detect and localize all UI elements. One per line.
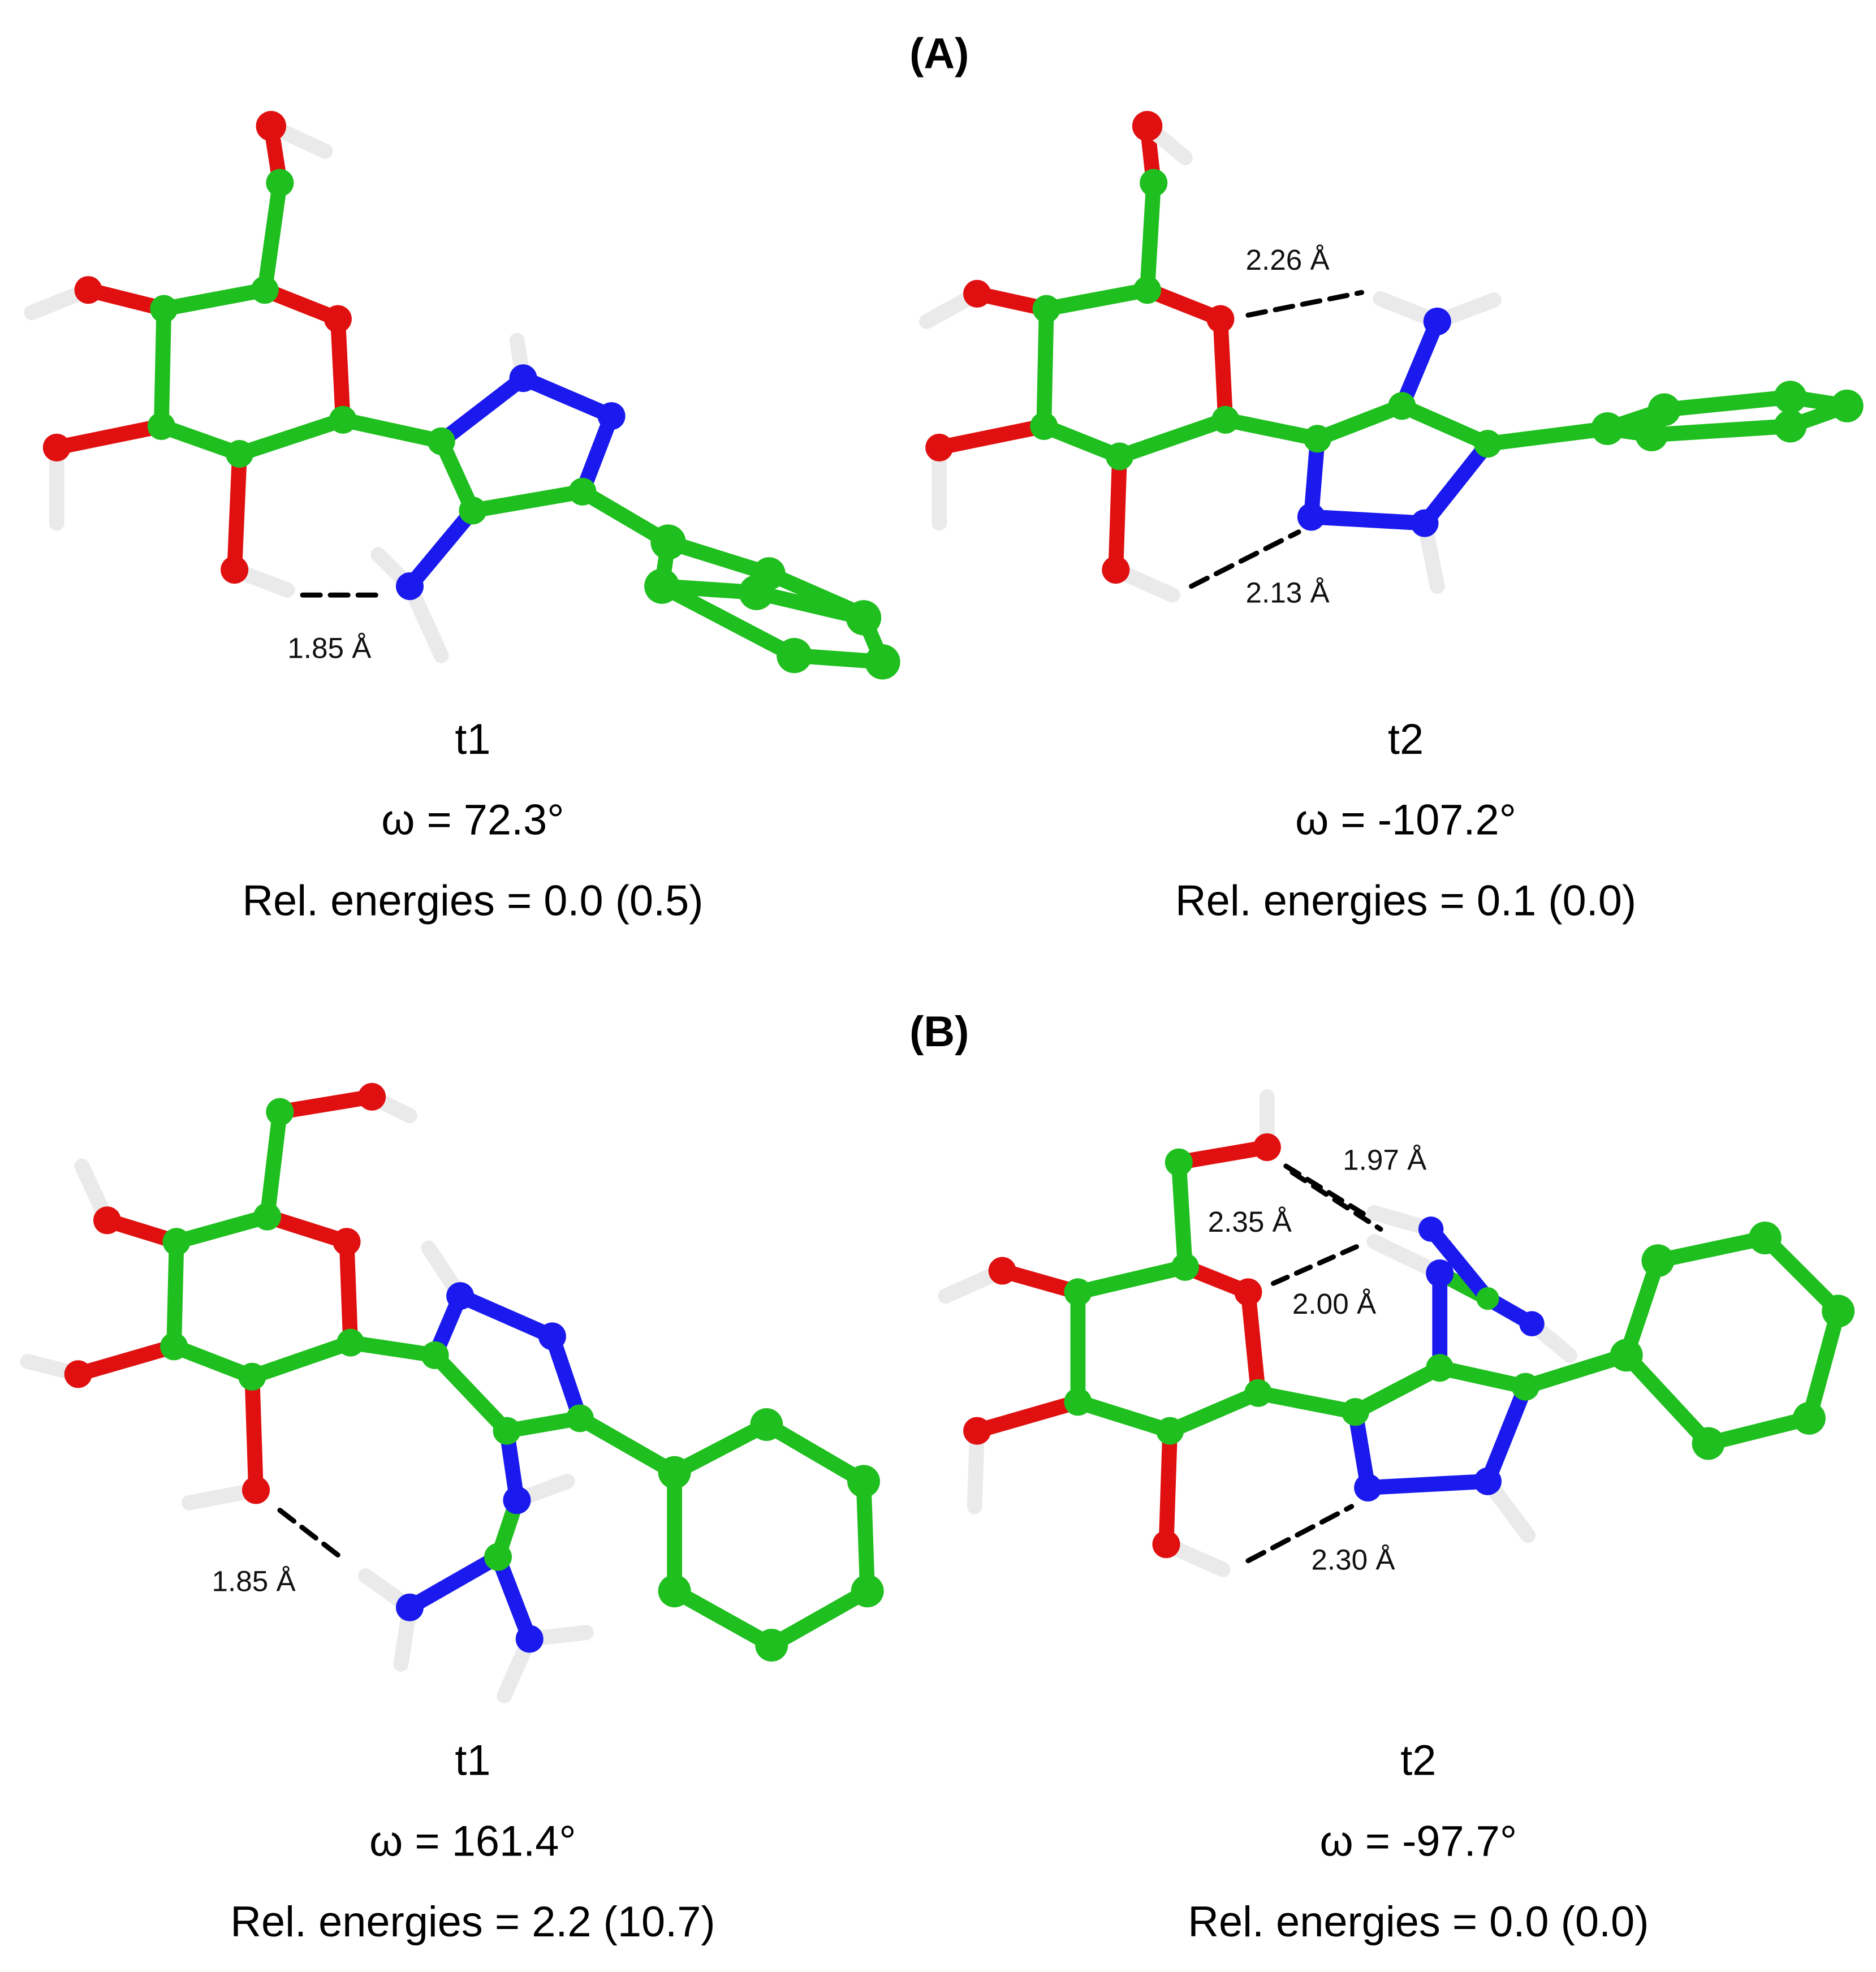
hbond-distance-label: 1.85 Å (212, 1565, 296, 1597)
caption-b-t2: t2 ω = -97.7° Rel. energies = 0.0 (0.0) (1172, 1740, 1664, 1944)
panel-label-b: (B) (909, 1008, 969, 1057)
conformer-name: t1 (455, 716, 491, 764)
caption-a-t2: t2 ω = -107.2° Rel. energies = 0.1 (0.0) (1154, 719, 1658, 923)
conformer-name: t2 (1387, 716, 1424, 764)
hbond-distance-label: 2.13 Å (1245, 577, 1330, 609)
relative-energy: Rel. energies = 0.1 (0.0) (1175, 877, 1637, 926)
relative-energy: Rel. energies = 2.2 (10.7) (230, 1898, 715, 1947)
caption-b-t1: t1 ω = 161.4° Rel. energies = 2.2 (10.7) (208, 1740, 738, 1944)
hbond-distance-label: 2.26 Å (1245, 244, 1330, 276)
dihedral-omega: ω = 161.4° (369, 1818, 576, 1866)
relative-energy: Rel. energies = 0.0 (0.5) (242, 877, 704, 926)
panel-label-a: (A) (909, 30, 969, 79)
conformer-name: t2 (1400, 1737, 1437, 1785)
hbond-distance-label: 2.35 Å (1208, 1206, 1292, 1238)
hbond-distance-label: 1.97 Å (1343, 1144, 1427, 1176)
hbond-distance-label: 1.85 Å (287, 632, 372, 664)
dihedral-omega: ω = -97.7° (1319, 1818, 1517, 1866)
caption-a-t1: t1 ω = 72.3° Rel. energies = 0.0 (0.5) (221, 719, 725, 923)
dihedral-omega: ω = 72.3° (381, 796, 564, 845)
relative-energy: Rel. energies = 0.0 (0.0) (1188, 1898, 1649, 1947)
hbond-distance-label: 2.30 Å (1311, 1543, 1395, 1576)
dihedral-omega: ω = -107.2° (1295, 796, 1516, 845)
hbond-distance-label: 2.00 Å (1292, 1288, 1377, 1320)
conformer-name: t1 (455, 1737, 491, 1785)
